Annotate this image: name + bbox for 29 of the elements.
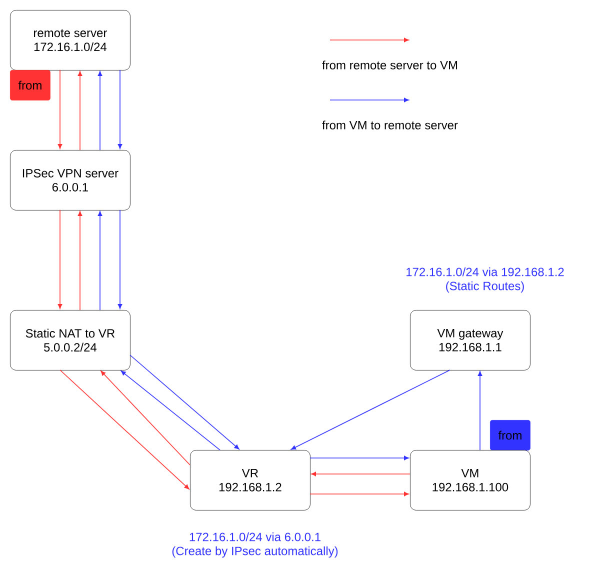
legend-text: from remote server to VM <box>322 60 458 70</box>
arrow <box>60 370 190 490</box>
from-tag: from <box>10 70 50 100</box>
arrow <box>98 211 102 310</box>
network-node-box: IPSec VPN server 6.0.0.1 <box>10 150 130 210</box>
network-node-box: VM gateway 192.168.1.1 <box>410 310 530 370</box>
arrow <box>118 70 122 149</box>
arrow <box>58 70 62 149</box>
arrow <box>130 354 240 450</box>
arrow <box>311 472 410 476</box>
network-node-box: VR 192.168.1.2 <box>190 450 310 510</box>
arrow <box>78 71 82 150</box>
arrow <box>58 210 62 309</box>
route-note: 172.16.1.0/24 via 192.168.1.2 (Static Routes) <box>406 267 564 293</box>
route-note: 172.16.1.0/24 via 6.0.0.1 (Create by IPsec automatically) <box>172 532 338 558</box>
network-node-box: VM 192.168.1.100 <box>410 450 530 510</box>
network-node-box: Static NAT to VR 5.0.0.2/24 <box>10 310 130 370</box>
arrow <box>100 370 190 466</box>
legend-text: from VM to remote server <box>322 120 458 130</box>
from-tag: from <box>490 420 530 450</box>
arrow <box>118 210 122 309</box>
arrow <box>310 456 409 460</box>
network-node-box: remote server 172.16.1.0/24 <box>10 10 130 70</box>
arrow <box>478 371 482 450</box>
arrow <box>78 211 82 310</box>
arrow <box>120 370 220 450</box>
arrow <box>310 492 409 496</box>
arrow <box>98 71 102 150</box>
arrow <box>290 370 450 450</box>
